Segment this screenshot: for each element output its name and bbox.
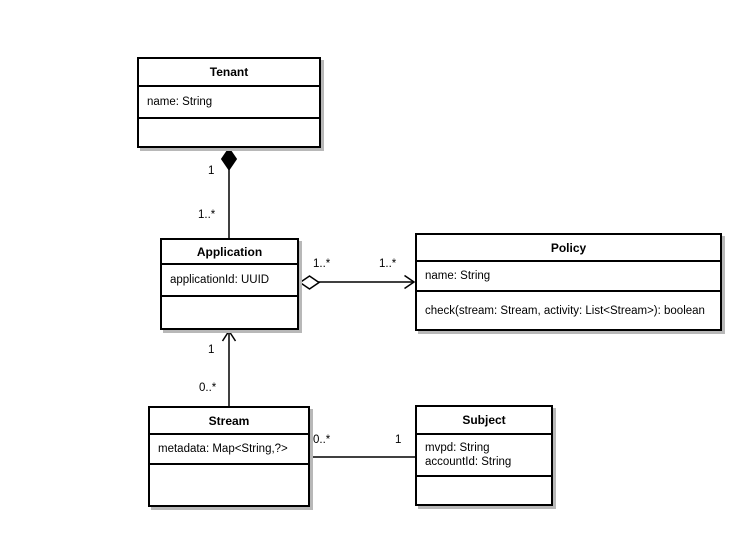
class-title-subject: Subject xyxy=(462,413,506,427)
operations-compartment-tenant xyxy=(139,117,319,146)
multiplicity-application-end-from-stream: 1 xyxy=(208,344,215,356)
attributes-compartment-tenant: name: String xyxy=(139,85,319,117)
attribute: applicationId: UUID xyxy=(170,274,270,286)
class-box-application: Application applicationId: UUID xyxy=(160,238,299,330)
class-box-stream: Stream metadata: Map<String,?> xyxy=(148,406,310,507)
attribute: metadata: Map<String,?> xyxy=(158,443,288,455)
attributes-compartment-stream: metadata: Map<String,?> xyxy=(150,433,308,463)
attribute: mvpd: String xyxy=(425,442,490,454)
composition-diamond-icon xyxy=(220,147,238,171)
class-box-policy: Policy name: String check(stream: Stream… xyxy=(415,233,722,331)
operations-compartment-stream xyxy=(150,463,308,505)
class-title-tenant: Tenant xyxy=(209,65,249,79)
multiplicity-subject-end: 1 xyxy=(395,434,402,446)
multiplicity-application-end-from-tenant: 1..* xyxy=(198,209,216,221)
multiplicity-stream-end-to-subject: 0..* xyxy=(313,434,331,446)
attributes-compartment-policy: name: String xyxy=(417,260,720,290)
class-title-stream: Stream xyxy=(208,413,250,428)
operations-compartment-subject xyxy=(417,475,551,504)
class-box-tenant: Tenant name: String xyxy=(137,57,321,148)
aggregation-diamond-icon xyxy=(298,275,321,290)
class-title-application: Application xyxy=(196,244,263,259)
open-arrowhead-icon-policy xyxy=(404,274,416,290)
operations-compartment-policy: check(stream: Stream, activity: List<Str… xyxy=(417,290,720,329)
multiplicity-policy-end: 1..* xyxy=(379,258,397,270)
multiplicity-application-end-from-policy: 1..* xyxy=(313,258,331,270)
attributes-compartment-subject: mvpd: String accountId: String xyxy=(417,433,551,475)
open-arrowhead-icon-application xyxy=(221,329,237,342)
attributes-compartment-application: applicationId: UUID xyxy=(162,263,297,295)
class-box-subject: Subject mvpd: String accountId: String xyxy=(415,405,553,506)
attribute: accountId: String xyxy=(425,456,512,468)
attribute: name: String xyxy=(425,270,491,282)
class-title-policy: Policy xyxy=(550,240,587,255)
operations-compartment-application xyxy=(162,295,297,328)
operation: check(stream: Stream, activity: List<Str… xyxy=(425,304,705,317)
multiplicity-tenant-end: 1 xyxy=(208,165,215,177)
attribute: name: String xyxy=(147,96,213,108)
multiplicity-stream-end-to-application: 0..* xyxy=(199,382,217,394)
